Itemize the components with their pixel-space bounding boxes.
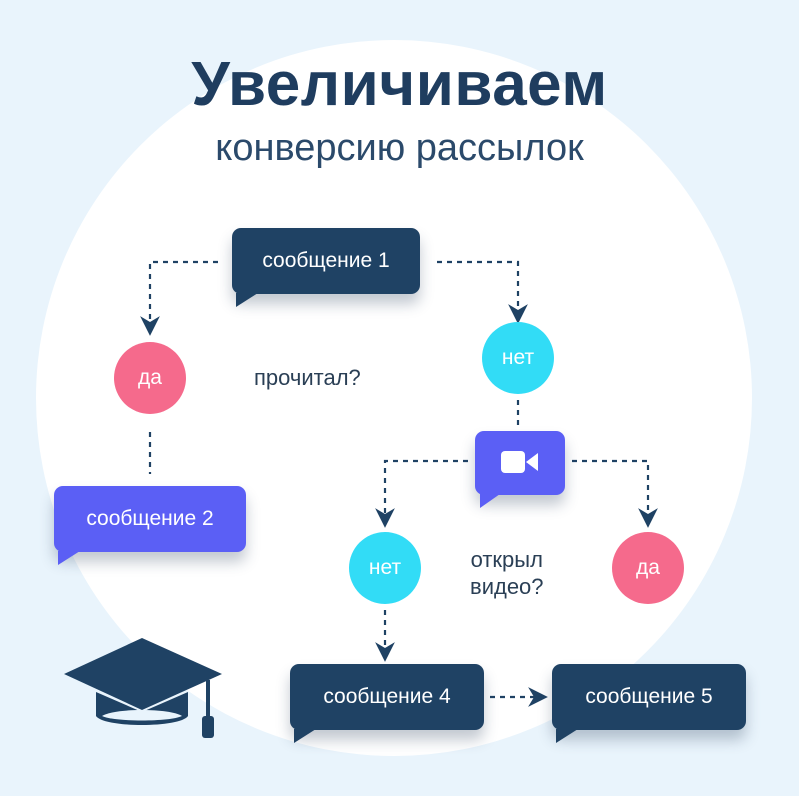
yes-video-circle: да	[612, 532, 684, 604]
no-video-circle: нет	[349, 532, 421, 604]
video-camera-icon	[501, 451, 538, 473]
connector-video-to-yes	[572, 459, 658, 528]
message-5-label: сообщение 5	[585, 685, 713, 708]
yes-read-circle: да	[114, 342, 186, 414]
question-video-line2: видео?	[470, 574, 544, 599]
message-4-bubble: сообщение 4	[290, 664, 484, 743]
no-read-label: нет	[501, 346, 535, 369]
message-4-label: сообщение 4	[323, 685, 451, 708]
yes-video-label: да	[636, 556, 660, 579]
question-read: прочитал?	[254, 365, 361, 390]
graduation-cap-icon	[64, 638, 222, 738]
no-read-circle: нет	[482, 322, 554, 394]
video-bubble	[475, 431, 565, 508]
message-1-bubble: сообщение 1	[232, 228, 420, 307]
message-1-label: сообщение 1	[262, 249, 390, 272]
message-2-bubble: сообщение 2	[54, 486, 246, 565]
message-5-bubble: сообщение 5	[552, 664, 746, 743]
connector-msg1-to-no	[437, 260, 528, 324]
page-subtitle: конверсию рассылок	[215, 127, 584, 169]
connector-video-to-no	[375, 459, 468, 528]
message-2-label: сообщение 2	[86, 507, 214, 530]
question-video: открыл видео?	[470, 546, 544, 600]
question-video-line1: открыл	[470, 547, 543, 572]
connector-msg1-to-yes	[140, 260, 218, 336]
page-title: Увеличиваем	[191, 50, 608, 119]
no-video-label: нет	[368, 556, 402, 579]
yes-read-label: да	[138, 366, 162, 389]
